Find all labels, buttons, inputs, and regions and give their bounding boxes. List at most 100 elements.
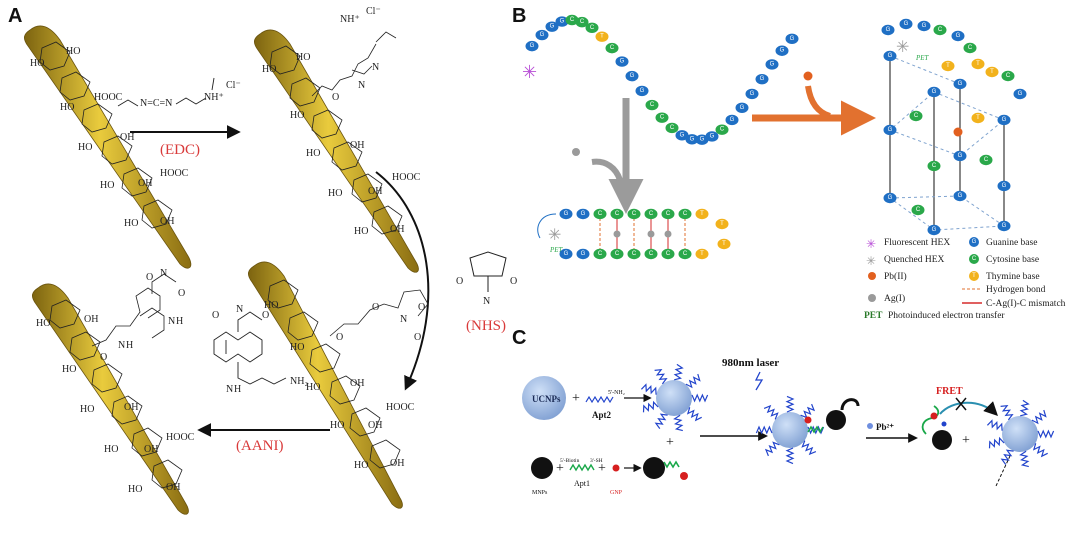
- dna-base: G: [745, 88, 759, 100]
- chem-label: H: [126, 340, 133, 351]
- base-letter: C: [938, 27, 943, 33]
- base-letter: G: [581, 251, 586, 257]
- edc-reagent-label: (EDC): [160, 142, 200, 158]
- dna-base: G: [997, 180, 1011, 192]
- apt2-strand: [654, 413, 668, 429]
- chem-label: HO: [100, 180, 114, 191]
- base-letter: C: [683, 211, 688, 217]
- base-letter: C: [1006, 73, 1011, 79]
- base-letter: C: [968, 45, 973, 51]
- legend-thymine: Thymine base: [986, 272, 1040, 282]
- base-letter: G: [888, 127, 893, 133]
- legend-fluorescent-hex: Fluorescent HEX: [884, 238, 950, 248]
- gnp-label: GNP: [610, 490, 623, 496]
- chem-label: OH: [390, 458, 404, 469]
- dna-base: G: [997, 114, 1011, 126]
- g-quadruplex-structure: [888, 55, 1006, 231]
- pb-label: Pb²⁺: [876, 422, 894, 432]
- edc-reagent: N=C=N NH⁺ Cl⁻: [117, 77, 241, 109]
- base-letter: G: [958, 81, 963, 87]
- dna-base: G: [695, 134, 709, 145]
- chem-label: HO: [290, 342, 304, 353]
- apt2-label: Apt2: [592, 410, 612, 420]
- base-letter: C: [615, 211, 620, 217]
- apt1-mod-left: 5'-Biotin: [560, 458, 580, 464]
- base-letter: C: [972, 256, 977, 262]
- apt2-strand: [807, 425, 825, 435]
- base-letter: G: [972, 239, 977, 245]
- base-letter: G: [1002, 117, 1007, 123]
- base-letter: G: [710, 133, 715, 139]
- fluorescent-hex-icon: ✳: [522, 62, 537, 82]
- free-ucnp: [986, 399, 1055, 487]
- base-letter: G: [581, 211, 586, 217]
- dna-base: C: [909, 110, 923, 122]
- chem-label: Cl⁻: [226, 80, 241, 91]
- base-letter: C: [666, 211, 671, 217]
- base-letter: C: [984, 157, 989, 163]
- base-letter: T: [722, 241, 726, 247]
- dna-base: G: [576, 248, 590, 260]
- pet-label: PET: [915, 54, 930, 62]
- base-letter: C: [570, 17, 575, 23]
- pb-ion-icon: [868, 272, 876, 280]
- dna-base: C: [610, 208, 624, 220]
- chem-label: N: [118, 340, 125, 351]
- dna-base: G: [545, 21, 559, 32]
- magnet-icon: [840, 398, 860, 411]
- chem-label: OH: [84, 314, 98, 325]
- chem-label: N: [483, 296, 490, 307]
- dna-base: G: [765, 59, 779, 70]
- base-letter: C: [598, 251, 603, 257]
- dna-base: C: [678, 208, 692, 220]
- nanocellulose-rod-2: NH⁺ Cl⁻ O N N HO HO HO HO OH HO OH HOOC …: [254, 6, 421, 273]
- legend-mismatch: C-Ag(I)-C mismatch: [986, 298, 1066, 309]
- chem-label: HOOC: [160, 168, 189, 179]
- base-letter: C: [916, 207, 921, 213]
- dna-base: G: [735, 102, 749, 113]
- chem-label: HO: [330, 420, 344, 431]
- dna-base: G: [725, 114, 739, 126]
- base-letter: G: [932, 227, 937, 233]
- chem-label: N: [168, 316, 175, 327]
- base-letter: C: [649, 211, 654, 217]
- chem-label: N: [160, 268, 167, 279]
- fret-arrow: [939, 401, 998, 416]
- legend-cytosine: Cytosine base: [986, 255, 1039, 265]
- ag-ion-icon: [664, 230, 672, 238]
- dna-base: C: [627, 248, 641, 260]
- base-letter: T: [946, 63, 950, 69]
- chem-label: HO: [78, 142, 92, 153]
- dna-base: G: [883, 192, 897, 204]
- aani-reagent-label: (AANI): [236, 438, 283, 454]
- dna-base: T: [695, 248, 709, 260]
- dna-base: T: [941, 60, 955, 72]
- base-letter: T: [976, 61, 980, 67]
- chem-label: HOOC: [166, 432, 195, 443]
- base-letter: C: [683, 251, 688, 257]
- apt2-strand: [1019, 450, 1030, 468]
- base-letter: C: [580, 19, 585, 25]
- ag-ion-icon: [647, 230, 655, 238]
- panel-label-a: A: [8, 5, 22, 27]
- pet-label: PET: [549, 246, 564, 254]
- chem-label: O: [212, 310, 219, 321]
- base-letter: C: [615, 251, 620, 257]
- apt2-strand: [686, 407, 702, 422]
- chem-label: HO: [128, 484, 142, 495]
- base-letter: C: [914, 113, 919, 119]
- base-letter: C: [660, 115, 665, 121]
- base-letter: G: [750, 91, 755, 97]
- base-letter: G: [540, 32, 545, 38]
- base-letter: T: [700, 211, 704, 217]
- dna-base: C: [655, 112, 669, 123]
- chem-label: HO: [80, 404, 94, 415]
- ucnp-apt2-conjugate: [640, 363, 709, 432]
- ucnp-mnp-complex: [755, 395, 860, 465]
- apt1-label: Apt1: [574, 479, 590, 488]
- base-letter: G: [770, 61, 775, 67]
- chem-label: HO: [354, 460, 368, 471]
